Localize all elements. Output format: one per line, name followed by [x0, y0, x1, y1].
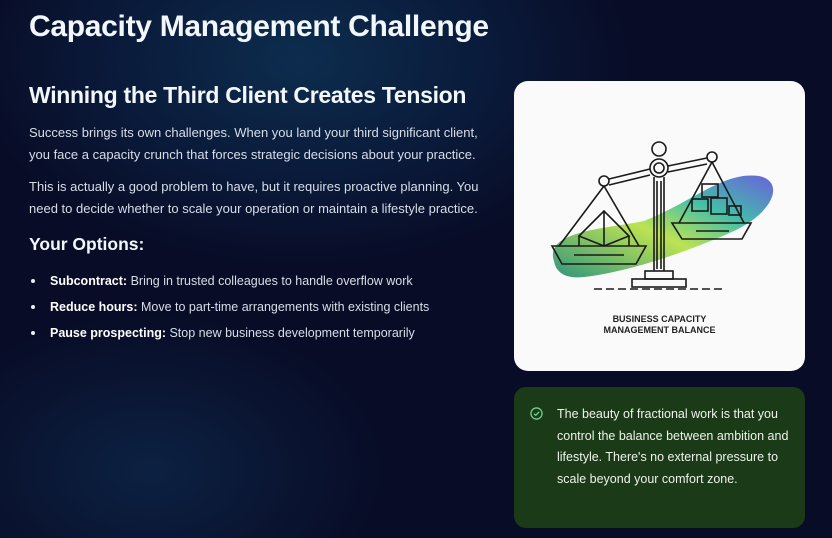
intro-paragraph: Success brings its own challenges. When …	[29, 125, 478, 162]
insight-callout: The beauty of fractional work is that yo…	[514, 387, 805, 528]
section-heading: Winning the Third Client Creates Tension	[29, 82, 467, 108]
option-term: Pause prospecting:	[50, 326, 166, 340]
option-desc: Move to part-time arrangements with exis…	[137, 300, 430, 314]
check-circle-icon	[530, 407, 543, 420]
balance-scale-icon	[550, 141, 774, 290]
option-desc: Bring in trusted colleagues to handle ov…	[127, 274, 413, 288]
option-desc: Stop new business development temporaril…	[166, 326, 415, 340]
options-list: Subcontract: Bring in trusted colleagues…	[29, 268, 429, 346]
caption-line: BUSINESS CAPACITY	[612, 314, 707, 324]
option-term: Reduce hours:	[50, 300, 138, 314]
option-term: Subcontract:	[50, 274, 128, 288]
options-heading: Your Options:	[29, 234, 145, 254]
option-item: Pause prospecting: Stop new business dev…	[29, 320, 429, 346]
option-item: Subcontract: Bring in trusted colleagues…	[29, 268, 429, 294]
callout-text: The beauty of fractional work is that yo…	[557, 407, 789, 486]
caption-line: MANAGEMENT BALANCE	[603, 325, 716, 335]
planning-paragraph: This is actually a good problem to have,…	[29, 179, 479, 216]
page-title: Capacity Management Challenge	[29, 10, 489, 43]
option-item: Reduce hours: Move to part-time arrangem…	[29, 294, 429, 320]
